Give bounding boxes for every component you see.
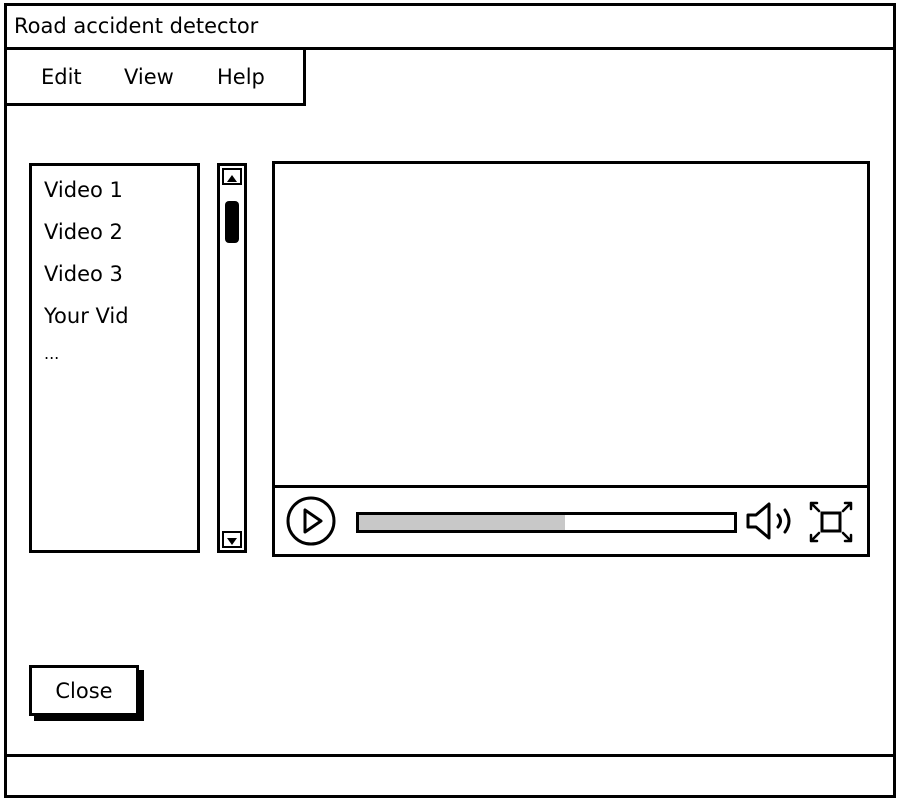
player-controls	[275, 485, 867, 557]
close-button-label: Close	[55, 678, 113, 703]
scroll-thumb[interactable]	[225, 201, 239, 244]
status-bar	[7, 754, 893, 798]
fullscreen-icon[interactable]	[807, 499, 855, 545]
triangle-down-icon	[227, 538, 237, 545]
title-bar: Road accident detector	[7, 6, 893, 50]
list-item-more[interactable]: ...	[44, 344, 60, 363]
list-item-video-2[interactable]: Video 2	[44, 220, 123, 244]
video-player[interactable]	[272, 161, 870, 557]
progress-bar[interactable]	[356, 512, 737, 533]
list-item-your-vid[interactable]: Your Vid	[44, 304, 129, 328]
scroll-down-button[interactable]	[222, 531, 242, 548]
close-button[interactable]: Close	[29, 665, 139, 716]
triangle-up-icon	[227, 175, 237, 182]
list-item-video-3[interactable]: Video 3	[44, 262, 123, 286]
progress-fill	[359, 515, 566, 530]
menu-item-help[interactable]: Help	[217, 65, 265, 89]
menu-bar: Edit View Help	[7, 49, 306, 106]
menu-item-view[interactable]: View	[124, 65, 174, 89]
video-list[interactable]: Video 1 Video 2 Video 3 Your Vid ...	[29, 163, 200, 553]
scroll-up-button[interactable]	[222, 168, 242, 185]
video-list-scrollbar[interactable]	[217, 163, 247, 553]
list-item-video-1[interactable]: Video 1	[44, 178, 123, 202]
play-icon[interactable]	[286, 496, 336, 546]
menu-item-edit[interactable]: Edit	[41, 65, 82, 89]
main-window: Road accident detector Edit View Help Vi…	[4, 3, 896, 798]
volume-icon[interactable]	[745, 501, 801, 541]
window-title: Road accident detector	[14, 14, 259, 38]
